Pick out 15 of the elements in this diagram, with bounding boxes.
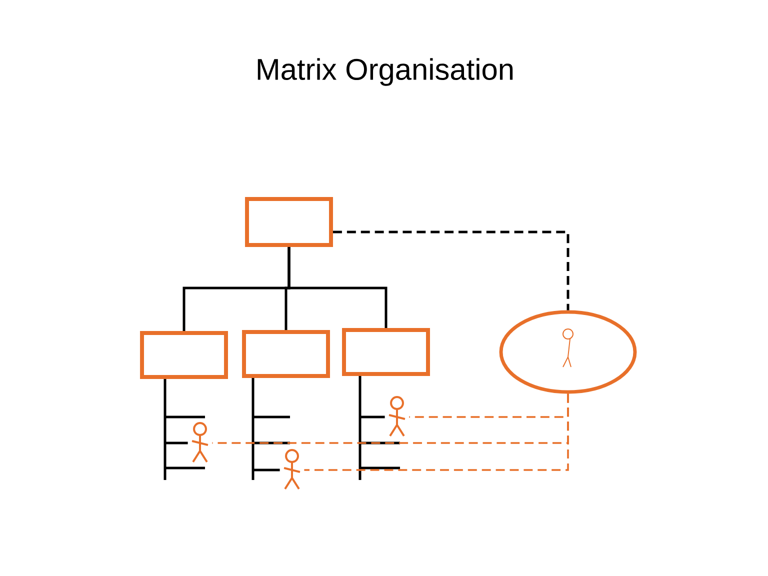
person-icon [388,396,406,437]
dashed-line [333,230,570,310]
title: Matrix Organisation [258,58,513,86]
staff-lines [164,378,206,482]
dashed-line [304,394,569,471]
connector-line [288,246,388,328]
person-ellipse [499,310,637,394]
org-box [242,330,330,378]
staff-lines [358,374,402,482]
staff-lines [252,376,292,482]
person-icon [283,449,301,490]
org-box [245,197,333,247]
org-box [140,331,228,379]
person-icon [191,422,209,463]
org-box [342,328,430,376]
